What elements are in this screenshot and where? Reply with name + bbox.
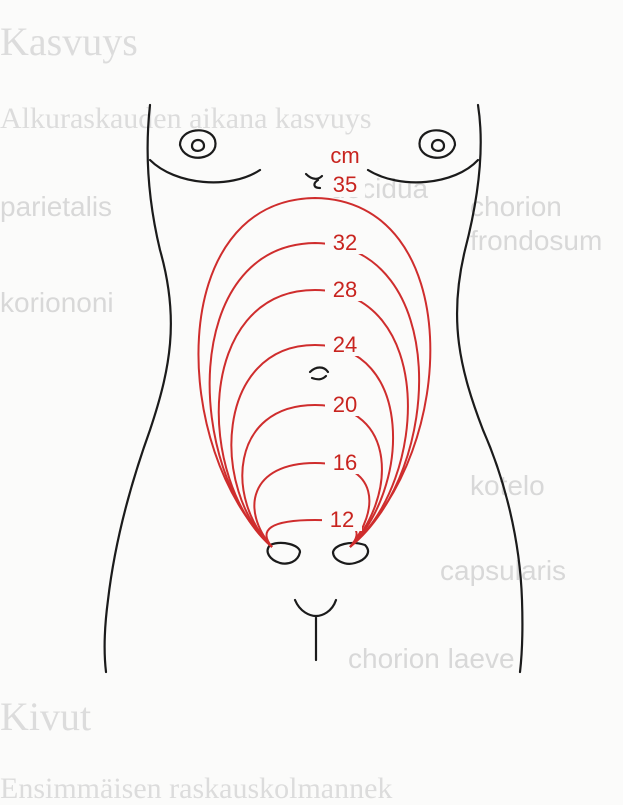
ghost-line: Ensimmäisen raskauskolmannek bbox=[0, 772, 392, 805]
ghost-label: capsularis bbox=[440, 555, 566, 586]
curve-16 bbox=[254, 463, 369, 547]
ghost-label: frondosum bbox=[470, 225, 602, 256]
pubic-fold bbox=[295, 600, 336, 660]
ghost-label: chorion bbox=[470, 191, 562, 222]
ghost-label: parietalis bbox=[0, 191, 112, 222]
ghost-line: Alkuraskauden aikana kasvuys bbox=[0, 102, 372, 135]
background-text: Kasvuys Alkuraskauden aikana kasvuys dec… bbox=[0, 19, 602, 805]
height-label-35: 35 bbox=[333, 172, 357, 197]
height-label-12: 12 bbox=[330, 507, 354, 532]
navel bbox=[310, 368, 328, 380]
sternum-notch bbox=[306, 174, 322, 188]
height-label-24: 24 bbox=[333, 332, 357, 357]
left-side-contour bbox=[105, 105, 171, 672]
torso-outline bbox=[105, 105, 523, 672]
ghost-heading: Kasvuys bbox=[0, 19, 138, 64]
ghost-label: chorion laeve bbox=[348, 643, 515, 674]
height-label-32: 32 bbox=[333, 230, 357, 255]
ghost-label: koriononi bbox=[0, 287, 114, 318]
height-label-28: 28 bbox=[333, 277, 357, 302]
height-label-16: 16 bbox=[333, 450, 357, 475]
fundal-height-curves bbox=[198, 198, 430, 547]
right-nipple bbox=[420, 130, 455, 157]
height-label-20: 20 bbox=[333, 392, 357, 417]
unit-label: cm bbox=[330, 143, 359, 168]
ghost-heading: Kivut bbox=[0, 694, 91, 739]
left-breast-contour bbox=[150, 160, 260, 182]
